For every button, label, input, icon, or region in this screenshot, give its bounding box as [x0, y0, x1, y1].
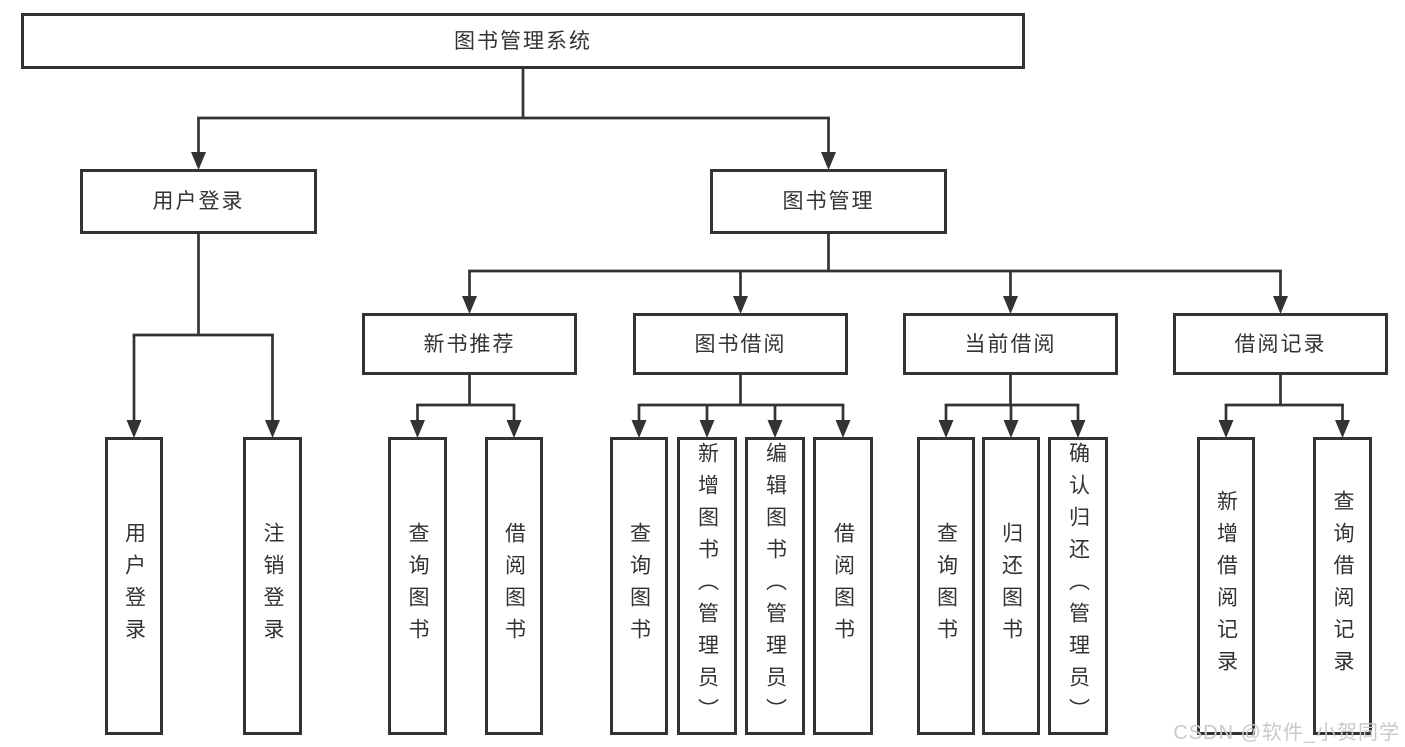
node-label-book-mgmt: 图书管理 — [782, 190, 875, 213]
node-label-book-borrow: 图书借阅 — [694, 332, 787, 356]
node-root: 图书管理系统 — [21, 13, 1025, 69]
node-user-login: 用户登录 — [80, 169, 317, 234]
node-leaf-query-book-rec: 查询图书 — [388, 437, 447, 735]
node-leaf-query-book-current: 查询图书 — [917, 437, 975, 735]
node-borrow-record: 借阅记录 — [1173, 313, 1388, 375]
node-label-leaf-borrow-book-rec: 借阅图书 — [502, 522, 526, 650]
node-leaf-query-borrow-record: 查询借阅记录 — [1313, 437, 1372, 735]
node-leaf-borrow-book-rec: 借阅图书 — [485, 437, 543, 735]
node-label-leaf-add-borrow-record: 新增借阅记录 — [1214, 490, 1238, 682]
node-label-leaf-edit-book-admin: 编辑图书（管理员） — [763, 442, 787, 730]
node-label-root: 图书管理系统 — [454, 29, 592, 53]
node-current-borrow: 当前借阅 — [903, 313, 1118, 375]
node-label-borrow-record: 借阅记录 — [1234, 332, 1327, 356]
node-label-leaf-query-book-rec: 查询图书 — [406, 522, 429, 650]
node-label-leaf-query-book-borrow: 查询图书 — [627, 522, 651, 650]
node-book-borrow: 图书借阅 — [633, 313, 848, 375]
node-leaf-add-borrow-record: 新增借阅记录 — [1197, 437, 1255, 735]
node-label-leaf-confirm-return-admin: 确认归还（管理员） — [1066, 442, 1090, 730]
node-label-leaf-borrow-book: 借阅图书 — [831, 522, 855, 650]
node-leaf-confirm-return-admin: 确认归还（管理员） — [1048, 437, 1108, 735]
node-label-leaf-query-book-current: 查询图书 — [934, 522, 958, 650]
node-new-book-rec: 新书推荐 — [362, 313, 577, 375]
node-label-leaf-return-book: 归还图书 — [999, 522, 1023, 650]
node-book-mgmt: 图书管理 — [710, 169, 947, 234]
csdn-watermark: CSDN @软件_小贺同学 — [1173, 722, 1400, 744]
node-label-leaf-logout: 注销登录 — [261, 522, 284, 650]
node-leaf-user-login: 用户登录 — [105, 437, 163, 735]
node-label-leaf-user-login: 用户登录 — [122, 522, 146, 650]
node-leaf-query-book-borrow: 查询图书 — [610, 437, 668, 735]
node-label-new-book-rec: 新书推荐 — [423, 332, 516, 356]
node-label-leaf-query-borrow-record: 查询借阅记录 — [1331, 490, 1354, 682]
node-leaf-logout: 注销登录 — [243, 437, 302, 735]
node-leaf-edit-book-admin: 编辑图书（管理员） — [745, 437, 805, 735]
node-label-leaf-add-book-admin: 新增图书（管理员） — [695, 442, 719, 730]
node-leaf-add-book-admin: 新增图书（管理员） — [677, 437, 737, 735]
node-leaf-return-book: 归还图书 — [982, 437, 1040, 735]
node-label-user-login: 用户登录 — [152, 190, 245, 213]
node-leaf-borrow-book: 借阅图书 — [813, 437, 873, 735]
node-label-current-borrow: 当前借阅 — [964, 332, 1057, 356]
